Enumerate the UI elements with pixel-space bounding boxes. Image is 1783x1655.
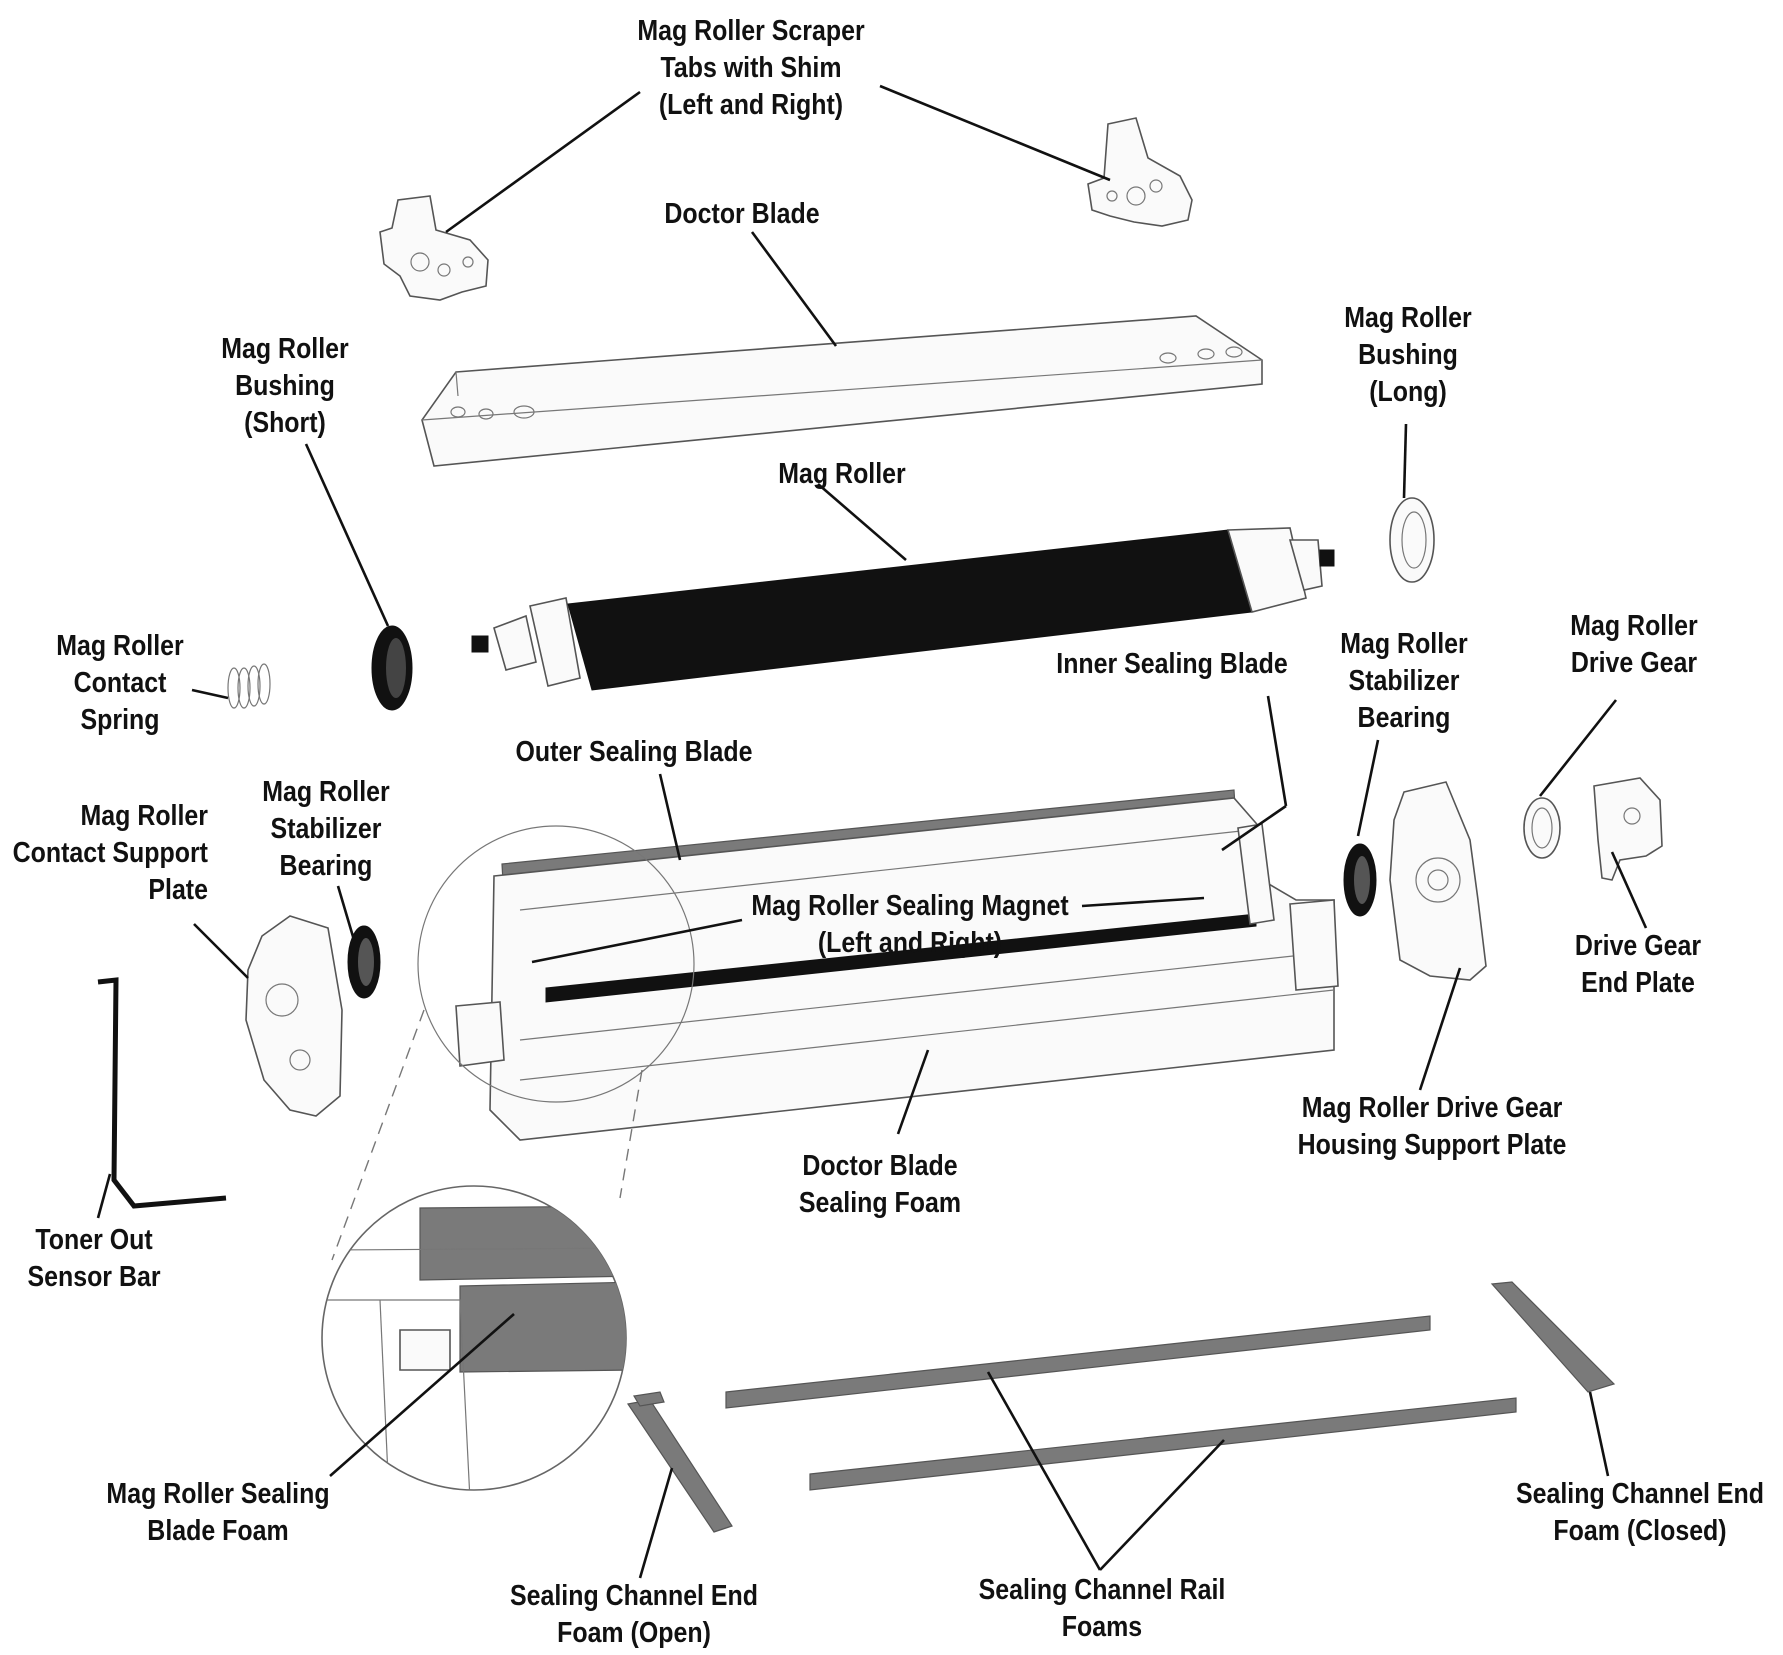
- label-channel-rail-foams: Sealing Channel Rail Foams: [978, 1574, 1226, 1643]
- contact-support-plate-part: [245, 915, 343, 1117]
- label-outer-sealing-blade: Outer Sealing Blade: [515, 736, 753, 768]
- channel-end-open-part: [626, 1391, 733, 1533]
- stabilizer-bearing-right-part: [1343, 843, 1377, 917]
- label-sealing-blade-foam: Mag Roller Sealing Blade Foam: [106, 1478, 330, 1547]
- label-doctor-blade-foam: Doctor Blade Sealing Foam: [798, 1150, 962, 1219]
- developer-housing: [455, 797, 1339, 1141]
- scraper-tab-left: [379, 195, 489, 301]
- stabilizer-bearing-left-part: [347, 925, 381, 999]
- zoom-source-circle: [417, 825, 695, 1103]
- bushing-long-part: [1389, 497, 1435, 583]
- channel-end-closed-part: [1490, 1281, 1616, 1393]
- label-contact-support-plate: Mag Roller Contact Support Plate: [12, 800, 208, 906]
- label-stabilizer-bearing-right: Mag Roller Stabilizer Bearing: [1340, 628, 1468, 734]
- label-contact-spring: Mag Roller Contact Spring: [56, 630, 184, 736]
- bushing-short-part: [371, 625, 413, 711]
- label-bushing-long: Mag Roller Bushing (Long): [1344, 302, 1472, 408]
- label-sealing-magnet: Mag Roller Sealing Magnet (Left and Righ…: [751, 890, 1069, 959]
- label-toner-out-sensor: Toner Out Sensor Bar: [27, 1224, 161, 1293]
- label-stabilizer-bearing-left: Mag Roller Stabilizer Bearing: [262, 776, 390, 882]
- zoom-detail: [321, 1185, 627, 1491]
- doctor-blade-part: [421, 315, 1263, 467]
- mag-roller-part: [471, 527, 1335, 691]
- label-channel-end-open: Sealing Channel End Foam (Open): [509, 1580, 759, 1649]
- label-scraper-tabs: Mag Roller Scraper Tabs with Shim (Left …: [637, 15, 865, 121]
- label-drive-gear-end-plate: Drive Gear End Plate: [1574, 930, 1702, 999]
- leader-lines: [96, 84, 1648, 1579]
- label-channel-end-closed: Sealing Channel End Foam (Closed): [1515, 1478, 1765, 1547]
- label-drive-gear: Mag Roller Drive Gear: [1570, 610, 1698, 679]
- scraper-tab-right: [1087, 117, 1193, 227]
- label-inner-sealing-blade: Inner Sealing Blade: [1056, 648, 1288, 680]
- toner-out-sensor-part: [97, 977, 227, 1209]
- channel-rail-foams-part: [725, 1315, 1517, 1491]
- label-mag-roller: Mag Roller: [778, 458, 906, 490]
- label-doctor-blade: Doctor Blade: [664, 198, 820, 230]
- drive-gear-end-plate-part: [1593, 777, 1663, 881]
- drive-gear-part: [1523, 797, 1561, 859]
- label-bushing-short: Mag Roller Bushing (Short): [221, 333, 349, 439]
- label-drive-gear-housing: Mag Roller Drive Gear Housing Support Pl…: [1297, 1092, 1567, 1161]
- drive-gear-housing-part: [1389, 781, 1487, 981]
- contact-spring-part: [227, 663, 271, 709]
